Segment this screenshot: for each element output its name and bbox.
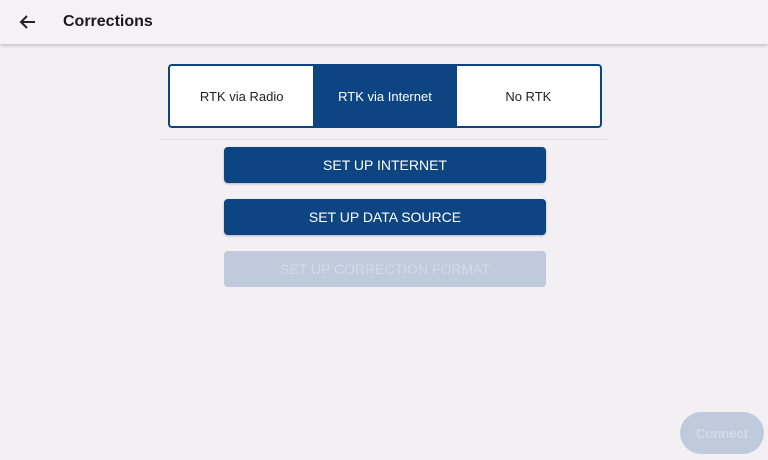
page-title: Corrections bbox=[63, 13, 153, 30]
segment-rtk-radio[interactable]: RTK via Radio bbox=[199, 88, 284, 104]
rtk-mode-selector: RTK via Radio RTK via Internet No RTK bbox=[168, 64, 602, 128]
connect-button[interactable]: Connect bbox=[680, 412, 764, 454]
setup-correction-format-button[interactable]: SET UP CORRECTION FORMAT bbox=[224, 251, 546, 287]
divider bbox=[160, 139, 608, 140]
app-bar: Corrections bbox=[0, 0, 768, 44]
setup-data-source-button[interactable]: SET UP DATA SOURCE bbox=[224, 199, 546, 235]
segment-no-rtk[interactable]: No RTK bbox=[505, 88, 552, 104]
segment-rtk-internet[interactable]: RTK via Internet bbox=[313, 66, 457, 126]
arrow-left-icon[interactable] bbox=[18, 12, 38, 32]
setup-internet-button[interactable]: SET UP INTERNET bbox=[224, 147, 546, 183]
